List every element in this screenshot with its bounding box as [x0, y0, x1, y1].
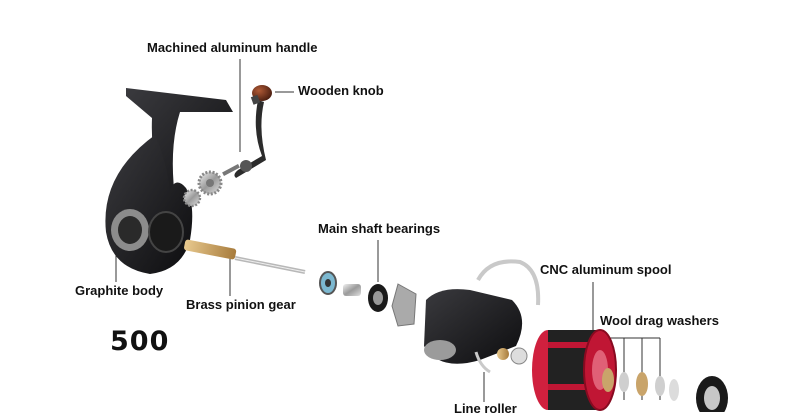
label-body: Graphite body — [75, 283, 164, 298]
graphite-body-part — [105, 88, 233, 274]
label-roller: Line roller — [454, 401, 517, 416]
label-bearings: Main shaft bearings — [318, 221, 441, 236]
bearings-part — [319, 271, 417, 327]
rotor-bail-part — [424, 259, 541, 374]
label-washers: Wool drag washers — [600, 313, 719, 328]
model-number: 500 — [110, 326, 170, 357]
label-spool: CNC aluminum spool — [540, 262, 672, 277]
spool-part — [532, 329, 617, 411]
gear-part — [182, 170, 223, 208]
drag-washers-part — [602, 368, 728, 412]
label-knob: Wooden knob — [298, 83, 384, 98]
label-handle: Machined aluminum handle — [147, 40, 318, 55]
pinion-shaft-part — [184, 239, 306, 274]
handle-part — [222, 85, 272, 178]
label-pinion: Brass pinion gear — [186, 297, 296, 312]
